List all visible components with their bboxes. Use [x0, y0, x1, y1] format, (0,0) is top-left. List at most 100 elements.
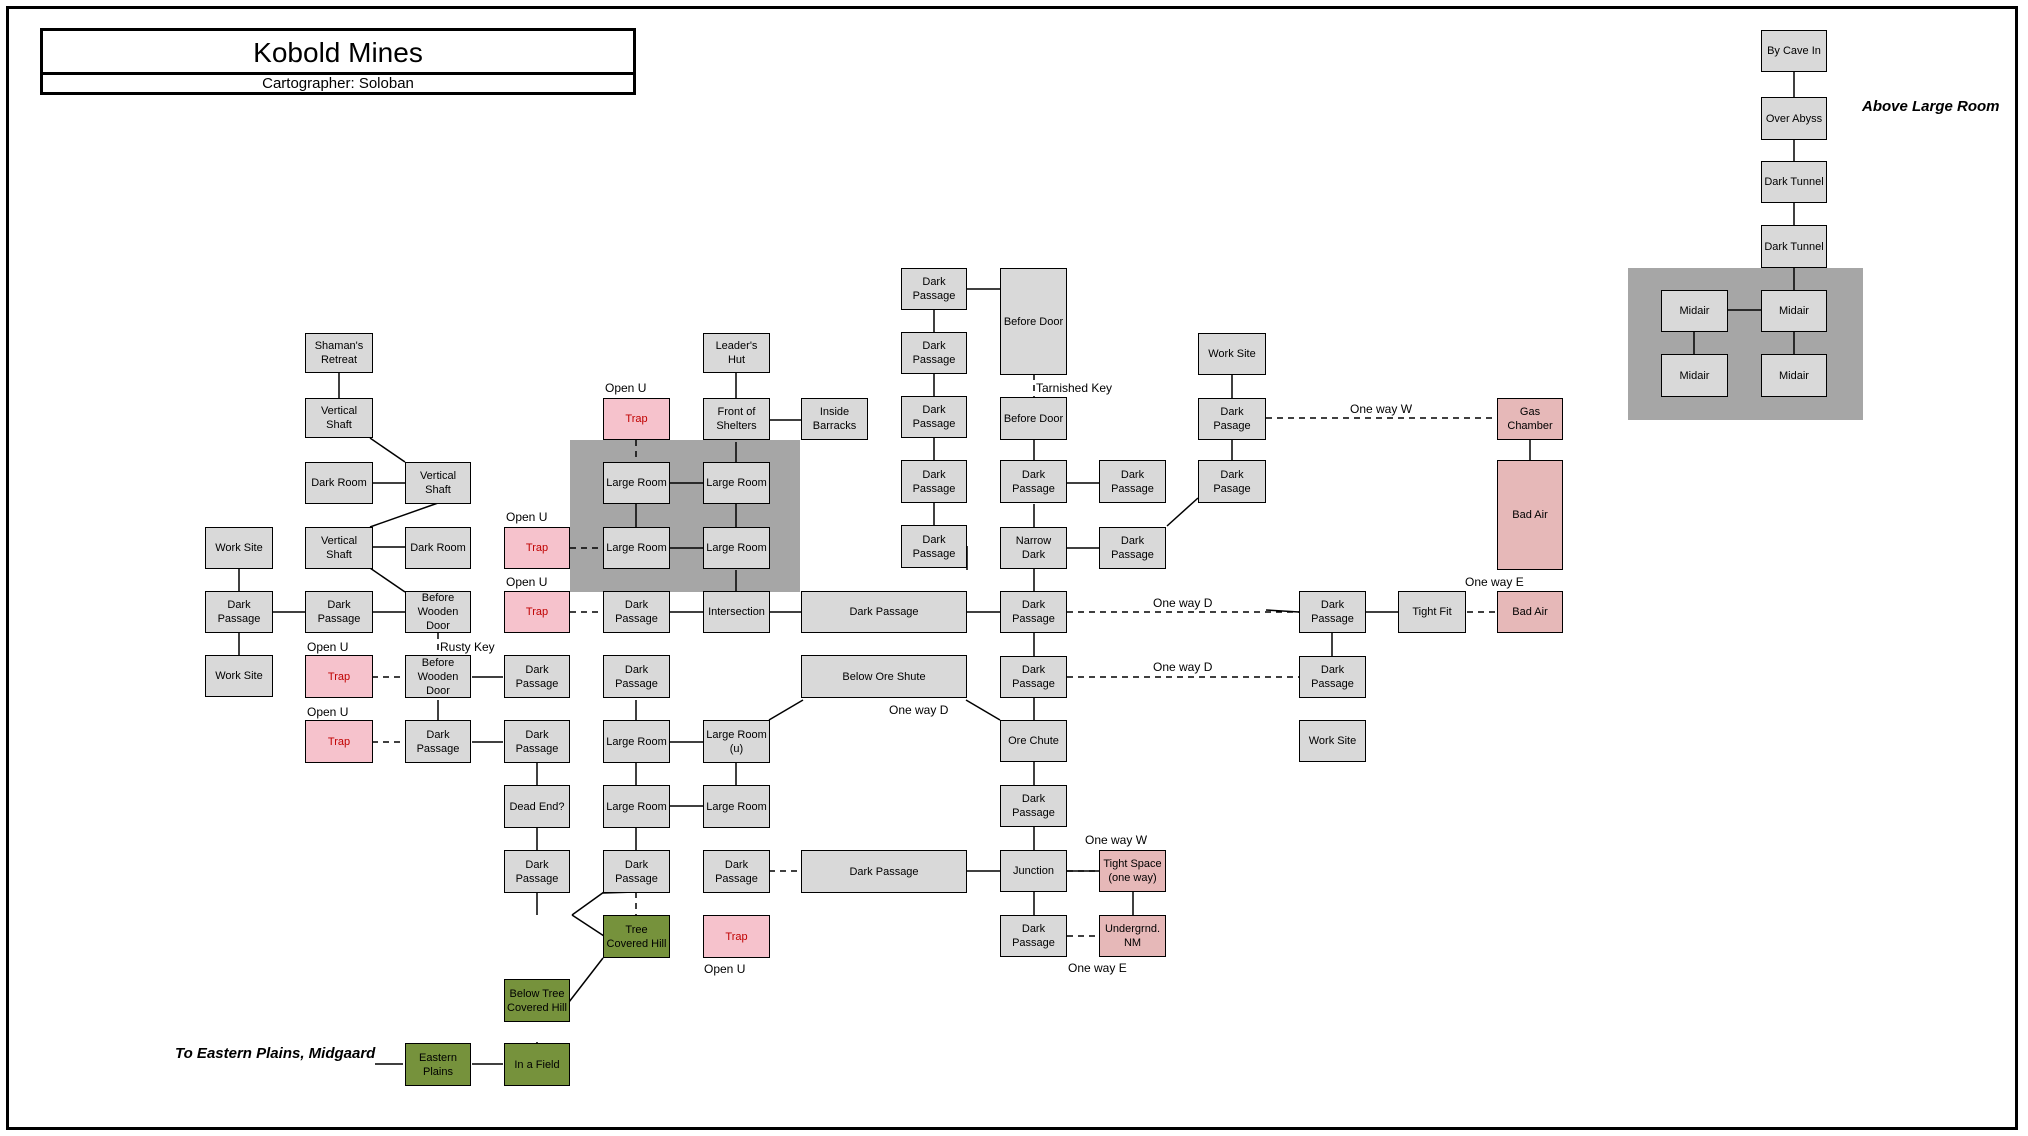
note-one-way-d: One way D: [889, 703, 949, 717]
room-dark-passage-w2: Dark Passage: [305, 591, 373, 633]
room-midair-2: Midair: [1761, 290, 1827, 332]
room-shamans-retreat: Shaman's Retreat: [305, 333, 373, 373]
room-tree-covered-hill: Tree Covered Hill: [603, 915, 670, 958]
room-bad-air-big: Bad Air: [1497, 460, 1563, 570]
note-tarnished-key: Tarnished Key: [1036, 381, 1113, 395]
room-dark-passage-n4: Dark Passage: [901, 460, 967, 503]
room-dark-passage-n5: Dark Passage: [901, 525, 967, 568]
room-vertical-shaft-3: Vertical Shaft: [305, 527, 373, 569]
room-front-of-shelters: Front of Shelters: [703, 398, 770, 440]
room-midair-3: Midair: [1661, 354, 1728, 397]
label-to-eastern-plains: To Eastern Plains, Midgaard: [175, 1045, 376, 1062]
cartographer-credit: Cartographer: Soloban: [262, 75, 414, 92]
room-before-door-big: Before Door: [1000, 268, 1067, 375]
note-rusty-key: Rusty Key: [440, 640, 495, 654]
room-undergrnd-nm: Undergrnd. NM: [1099, 915, 1166, 957]
room-dark-passage-c1: Dark Passage: [504, 655, 570, 698]
room-dark-passage-e3: Dark Passage: [1099, 527, 1166, 569]
room-large-room-u: Large Room (u): [703, 720, 770, 763]
room-dark-room-1: Dark Room: [305, 462, 373, 504]
room-large-room-5: Large Room: [603, 720, 670, 763]
room-before-door: Before Door: [1000, 397, 1067, 440]
room-dark-passage-w3: Dark Passage: [405, 720, 471, 763]
room-dark-passage-c5: Dark Passage: [603, 655, 670, 698]
room-large-room-7: Large Room: [703, 785, 770, 828]
room-dead-end: Dead End?: [504, 785, 570, 828]
room-midair-1: Midair: [1661, 290, 1728, 332]
map-frame: [6, 6, 2018, 1130]
room-work-site-1: Work Site: [205, 527, 273, 569]
room-large-room-2: Large Room: [703, 462, 770, 504]
room-over-abyss: Over Abyss: [1761, 97, 1827, 140]
note-open-u: Open U: [506, 575, 548, 589]
label-above-large-room: Above Large Room: [1862, 98, 2000, 115]
room-dark-passage-wide-1: Dark Passage: [801, 591, 967, 633]
note-open-u: Open U: [307, 640, 349, 654]
note-open-u: Open U: [704, 962, 746, 976]
room-dark-passage-e7: Dark Passage: [1000, 915, 1067, 957]
note-one-way-e: One way E: [1068, 961, 1127, 975]
room-ore-chute: Ore Chute: [1000, 720, 1067, 762]
room-dark-passage-c6: Dark Passage: [603, 850, 670, 893]
room-eastern-plains: Eastern Plains: [405, 1043, 471, 1086]
room-dark-passage-c2: Dark Passage: [504, 720, 570, 763]
room-junction: Junction: [1000, 850, 1067, 892]
room-dark-passage-n1: Dark Passage: [901, 268, 967, 310]
room-before-wooden-door-1: Before Wooden Door: [405, 591, 471, 633]
room-inside-barracks: Inside Barracks: [801, 398, 868, 440]
room-dark-passage-wide-2: Dark Passage: [801, 850, 967, 893]
room-dark-tunnel-1: Dark Tunnel: [1761, 161, 1827, 203]
room-work-site-3: Work Site: [1198, 333, 1266, 375]
room-trap-1: Trap: [305, 655, 373, 698]
room-below-tree-covered-hill: Below Tree Covered Hill: [504, 979, 570, 1022]
room-dark-room-2: Dark Room: [405, 527, 471, 569]
room-work-site-4: Work Site: [1299, 720, 1366, 762]
note-one-way-d: One way D: [1153, 660, 1213, 674]
room-dark-passage-e6: Dark Passage: [1000, 785, 1067, 827]
room-midair-4: Midair: [1761, 354, 1827, 397]
room-intersection: Intersection: [703, 591, 770, 633]
room-bad-air: Bad Air: [1497, 591, 1563, 633]
room-dark-passage-c4: Dark Passage: [603, 591, 670, 633]
room-work-site-2: Work Site: [205, 655, 273, 697]
room-dark-passage-f1: Dark Passage: [1299, 591, 1366, 633]
note-open-u: Open U: [307, 705, 349, 719]
map-title: Kobold Mines: [43, 31, 633, 75]
room-trap-4: Trap: [504, 591, 570, 633]
title-box: Kobold Mines Cartographer: Soloban: [40, 28, 636, 95]
room-dark-passage-w1: Dark Passage: [205, 591, 273, 633]
room-large-room-4: Large Room: [703, 527, 770, 569]
room-dark-passage-e1: Dark Passage: [1000, 460, 1067, 503]
room-trap-6: Trap: [703, 915, 770, 958]
note-one-way-d: One way D: [1153, 596, 1213, 610]
room-trap-5: Trap: [603, 398, 670, 440]
room-before-wooden-door-2: Before Wooden Door: [405, 655, 471, 698]
note-open-u: Open U: [506, 510, 548, 524]
room-vertical-shaft-2: Vertical Shaft: [405, 462, 471, 504]
note-open-u: Open U: [605, 381, 647, 395]
room-narrow-dark: Narrow Dark: [1000, 527, 1067, 569]
room-dark-tunnel-2: Dark Tunnel: [1761, 225, 1827, 268]
room-vertical-shaft-1: Vertical Shaft: [305, 398, 373, 438]
room-leaders-hut: Leader's Hut: [703, 333, 770, 373]
room-dark-pasage-2: Dark Pasage: [1198, 460, 1266, 503]
room-dark-passage-e4: Dark Passage: [1000, 591, 1067, 633]
room-dark-passage-e2: Dark Passage: [1099, 460, 1166, 503]
room-tight-space: Tight Space (one way): [1099, 850, 1166, 892]
room-dark-passage-c7: Dark Passage: [703, 850, 770, 893]
note-one-way-w: One way W: [1350, 402, 1413, 416]
room-dark-passage-n3: Dark Passage: [901, 396, 967, 438]
room-by-cave-in: By Cave In: [1761, 30, 1827, 72]
room-trap-2: Trap: [305, 720, 373, 763]
room-dark-pasage-1: Dark Pasage: [1198, 398, 1266, 440]
room-dark-passage-e5: Dark Passage: [1000, 656, 1067, 698]
room-tight-fit: Tight Fit: [1398, 591, 1466, 633]
note-one-way-e: One way E: [1465, 575, 1524, 589]
room-dark-passage-f2: Dark Passage: [1299, 656, 1366, 698]
room-below-ore-shute: Below Ore Shute: [801, 655, 967, 698]
note-one-way-w: One way W: [1085, 833, 1148, 847]
room-trap-3: Trap: [504, 527, 570, 569]
room-large-room-3: Large Room: [603, 527, 670, 569]
room-gas-chamber: Gas Chamber: [1497, 398, 1563, 440]
room-large-room-6: Large Room: [603, 785, 670, 828]
